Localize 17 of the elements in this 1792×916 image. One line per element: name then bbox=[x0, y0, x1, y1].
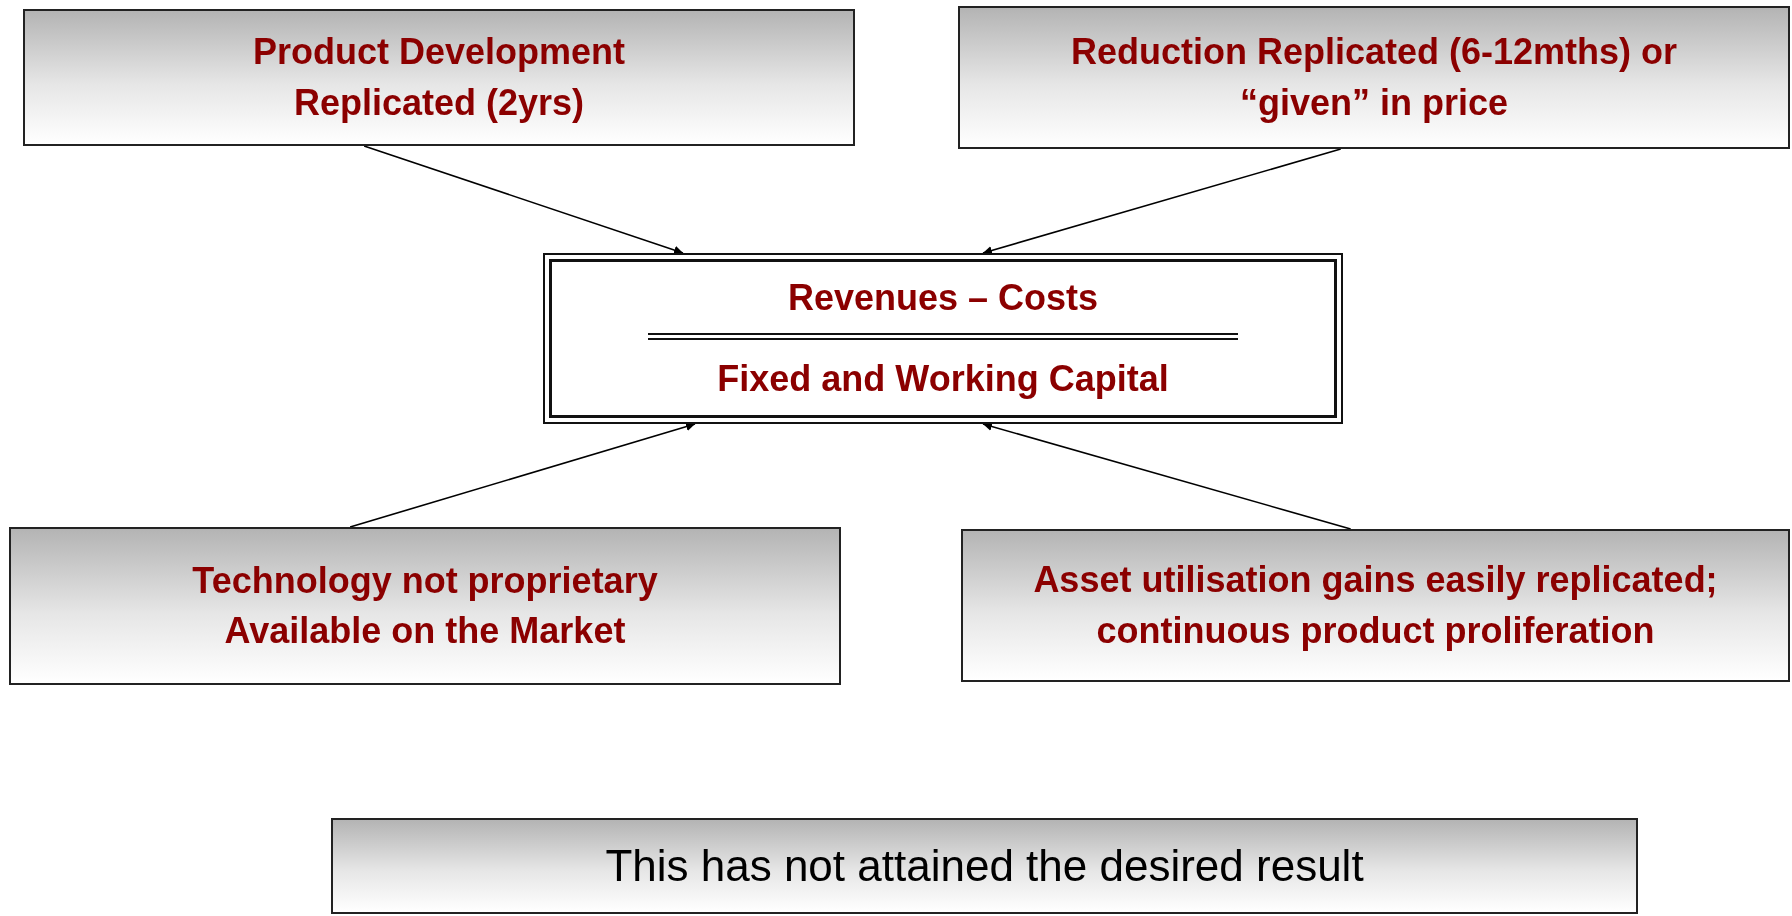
arrow bbox=[982, 148, 1342, 255]
arrow bbox=[363, 145, 684, 255]
factor-box bbox=[9, 527, 841, 685]
factor-box bbox=[961, 529, 1790, 682]
arrow bbox=[982, 422, 1352, 530]
factor-box bbox=[958, 6, 1790, 149]
conclusion-box bbox=[331, 818, 1638, 914]
formula-text: Revenues – Costs bbox=[787, 275, 1099, 320]
formula-text: Fixed and Working Capital bbox=[717, 357, 1169, 401]
factor-text: Technology not proprietary Available on the Market bbox=[191, 558, 659, 653]
factor-text: Product Development Replicated (2yrs) bbox=[251, 30, 627, 125]
conclusion-text: This has not attained the desired result bbox=[605, 840, 1364, 893]
factor-text: Reduction Replicated (6-12mths) or “given” in price bbox=[1069, 30, 1679, 125]
factor-text: Asset utilisation gains easily replicated; continuous product proliferation bbox=[1032, 558, 1719, 653]
factor-box bbox=[23, 9, 855, 146]
arrow bbox=[349, 422, 696, 528]
formula-box bbox=[543, 253, 1343, 424]
